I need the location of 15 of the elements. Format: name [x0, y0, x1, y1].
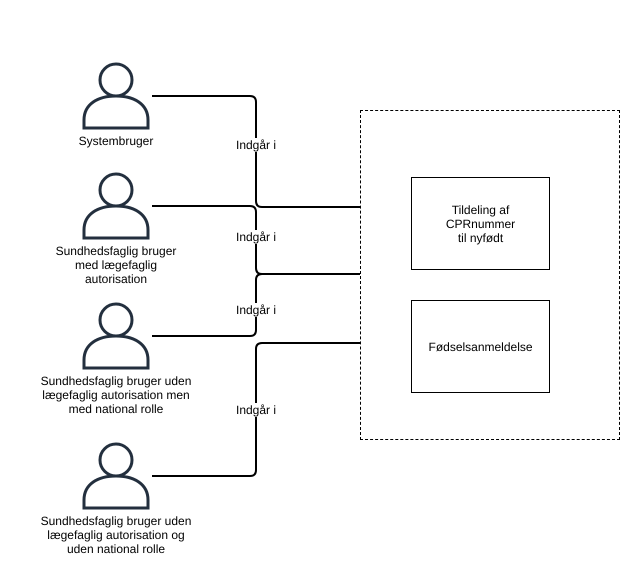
person-caption: Systembruger — [78, 134, 154, 148]
connector-line — [152, 273, 360, 337]
connector-line — [152, 342, 360, 477]
edge-label: Indgår i — [236, 138, 276, 152]
process-box — [411, 177, 550, 270]
edge-label: Indgår i — [236, 303, 276, 317]
connector-line — [152, 95, 360, 208]
process-box — [411, 300, 550, 393]
person-caption: Sundhedsfaglig bruger uden lægefaglig autorisation men med national rolle — [40, 374, 192, 416]
person-caption: Sundhedsfaglig bruger uden lægefaglig autorisation og uden national rolle — [40, 514, 192, 556]
box-text: Fødselsanmeldelse — [427, 340, 534, 354]
edge-label: Indgår i — [236, 403, 276, 417]
box-text: Tildeling af CPRnummer til nyfødt — [444, 202, 516, 244]
person-caption: Sundhedsfaglig bruger med lægefaglig autorisation — [54, 244, 178, 286]
edge-label: Indgår i — [236, 230, 276, 244]
